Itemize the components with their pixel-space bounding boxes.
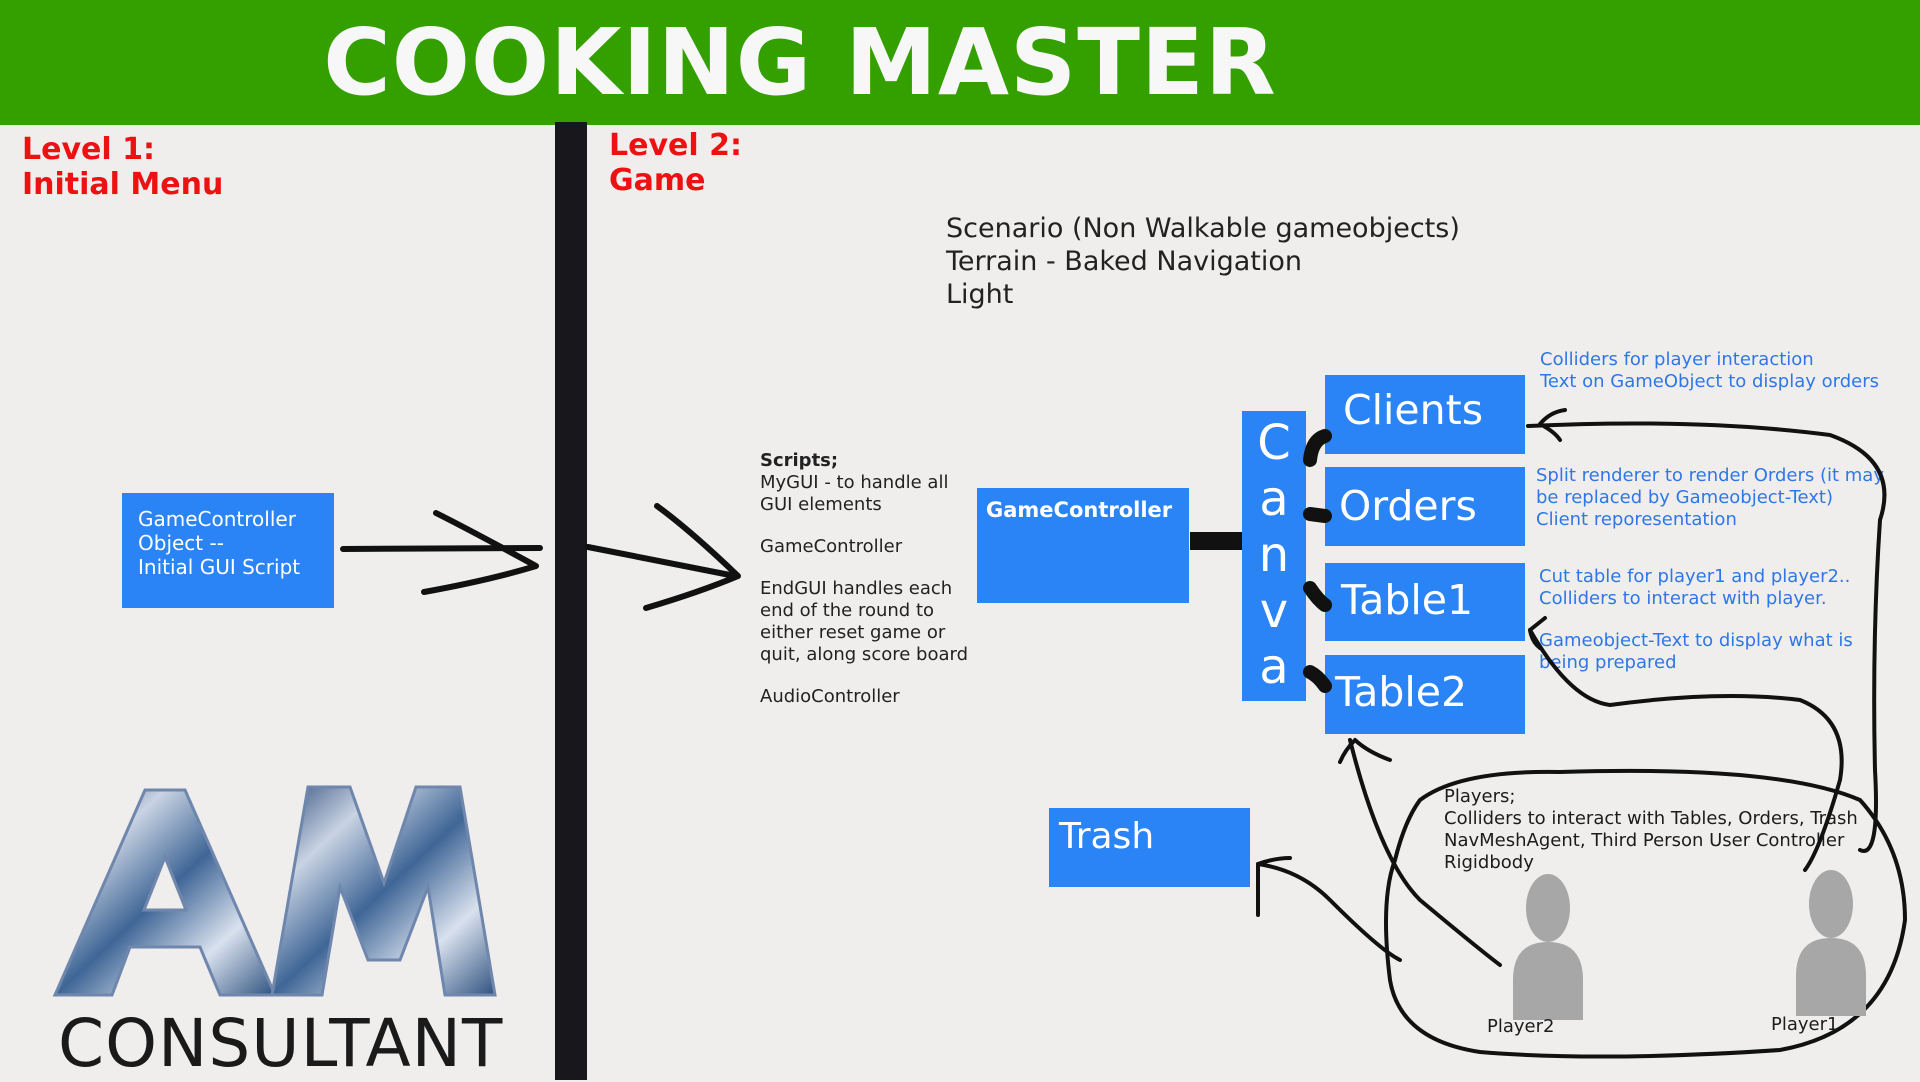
script-line: either reset game or bbox=[760, 622, 946, 643]
scripts-heading: Scripts; bbox=[760, 450, 839, 471]
script-line: MyGUI - to handle all bbox=[760, 472, 949, 493]
canva-letter: n bbox=[1258, 527, 1290, 583]
level-2-label: Level 2: Game bbox=[609, 128, 742, 198]
player2-label: Player2 bbox=[1487, 1016, 1555, 1037]
script-line: quit, along score board bbox=[760, 644, 969, 665]
scripts-list: Scripts; MyGUI - to handle all GUI eleme… bbox=[760, 450, 990, 708]
orders-note: Split renderer to render Orders (it may … bbox=[1536, 465, 1884, 530]
players-group-loop bbox=[1384, 768, 1907, 1059]
table2-label: Table2 bbox=[1335, 668, 1468, 716]
table1-box[interactable]: Table1 bbox=[1325, 563, 1525, 641]
table-arrowhead bbox=[1528, 616, 1547, 650]
table2-note: Gameobject-Text to display what is being… bbox=[1539, 630, 1853, 673]
canva-table1-connector bbox=[1303, 581, 1332, 612]
player2-to-trash-line bbox=[1256, 862, 1402, 962]
player2-avatar-icon bbox=[1513, 874, 1583, 1020]
game-controller-label: GameController bbox=[986, 498, 1173, 522]
scenario-text: Scenario (Non Walkable gameobjects) Terr… bbox=[946, 213, 1460, 310]
table1-note: Cut table for player1 and player2.. Coll… bbox=[1539, 566, 1851, 609]
arrow-level1-head bbox=[421, 510, 539, 595]
canva-letter: a bbox=[1259, 639, 1289, 695]
arrow-level2-shaft bbox=[585, 544, 738, 579]
game-controller-object-label: GameController Object -- Initial GUI Scr… bbox=[138, 507, 301, 579]
clients-box[interactable]: Clients bbox=[1325, 375, 1525, 454]
arrow-level2-head bbox=[643, 503, 741, 611]
canva-clients-connector bbox=[1303, 429, 1332, 467]
game-controller-box[interactable]: GameController bbox=[977, 488, 1189, 603]
canva-table2-connector bbox=[1303, 665, 1332, 693]
script-line: AudioController bbox=[760, 686, 900, 707]
level-1-label: Level 1: Initial Menu bbox=[22, 132, 224, 202]
canva-orders-connector bbox=[1303, 507, 1332, 523]
canva-letter: v bbox=[1259, 583, 1289, 639]
game-controller-object-box[interactable]: GameController Object -- Initial GUI Scr… bbox=[122, 493, 334, 608]
player1-label: Player1 bbox=[1771, 1014, 1839, 1035]
player1-to-clients-loop bbox=[1526, 421, 1887, 853]
trash-arrowhead bbox=[1256, 856, 1292, 917]
player2-to-table2-line bbox=[1348, 738, 1502, 967]
company-name: CONSULTANT bbox=[58, 1005, 504, 1082]
page-title: COOKING MASTER bbox=[323, 9, 1277, 116]
canva-letter: C bbox=[1257, 415, 1291, 471]
clients-label: Clients bbox=[1343, 386, 1484, 434]
script-line: end of the round to bbox=[760, 600, 935, 621]
script-line: GameController bbox=[760, 536, 903, 557]
script-line: EndGUI handles each bbox=[760, 578, 953, 599]
orders-box[interactable]: Orders bbox=[1325, 467, 1525, 546]
table2-arrowhead bbox=[1338, 738, 1392, 764]
level-divider bbox=[555, 122, 587, 1080]
am-logo-icon bbox=[52, 785, 497, 997]
orders-label: Orders bbox=[1339, 482, 1477, 530]
trash-label: Trash bbox=[1059, 816, 1155, 857]
trash-box[interactable]: Trash bbox=[1049, 808, 1250, 887]
players-note: Players; Colliders to interact with Tabl… bbox=[1444, 786, 1858, 873]
clients-arrowhead bbox=[1538, 408, 1567, 442]
gc-canva-connector bbox=[1190, 532, 1242, 550]
table1-label: Table1 bbox=[1341, 576, 1474, 624]
canva-label: C a n v a bbox=[1242, 415, 1306, 695]
title-bar bbox=[0, 0, 1920, 125]
clients-note: Colliders for player interaction Text on… bbox=[1540, 349, 1880, 392]
canva-box[interactable]: C a n v a bbox=[1242, 411, 1306, 701]
script-line: GUI elements bbox=[760, 494, 882, 515]
player1-avatar-icon bbox=[1796, 870, 1866, 1016]
player1-to-table-loop bbox=[1528, 628, 1844, 872]
canva-letter: a bbox=[1259, 471, 1289, 527]
table2-box[interactable]: Table2 bbox=[1325, 655, 1525, 734]
